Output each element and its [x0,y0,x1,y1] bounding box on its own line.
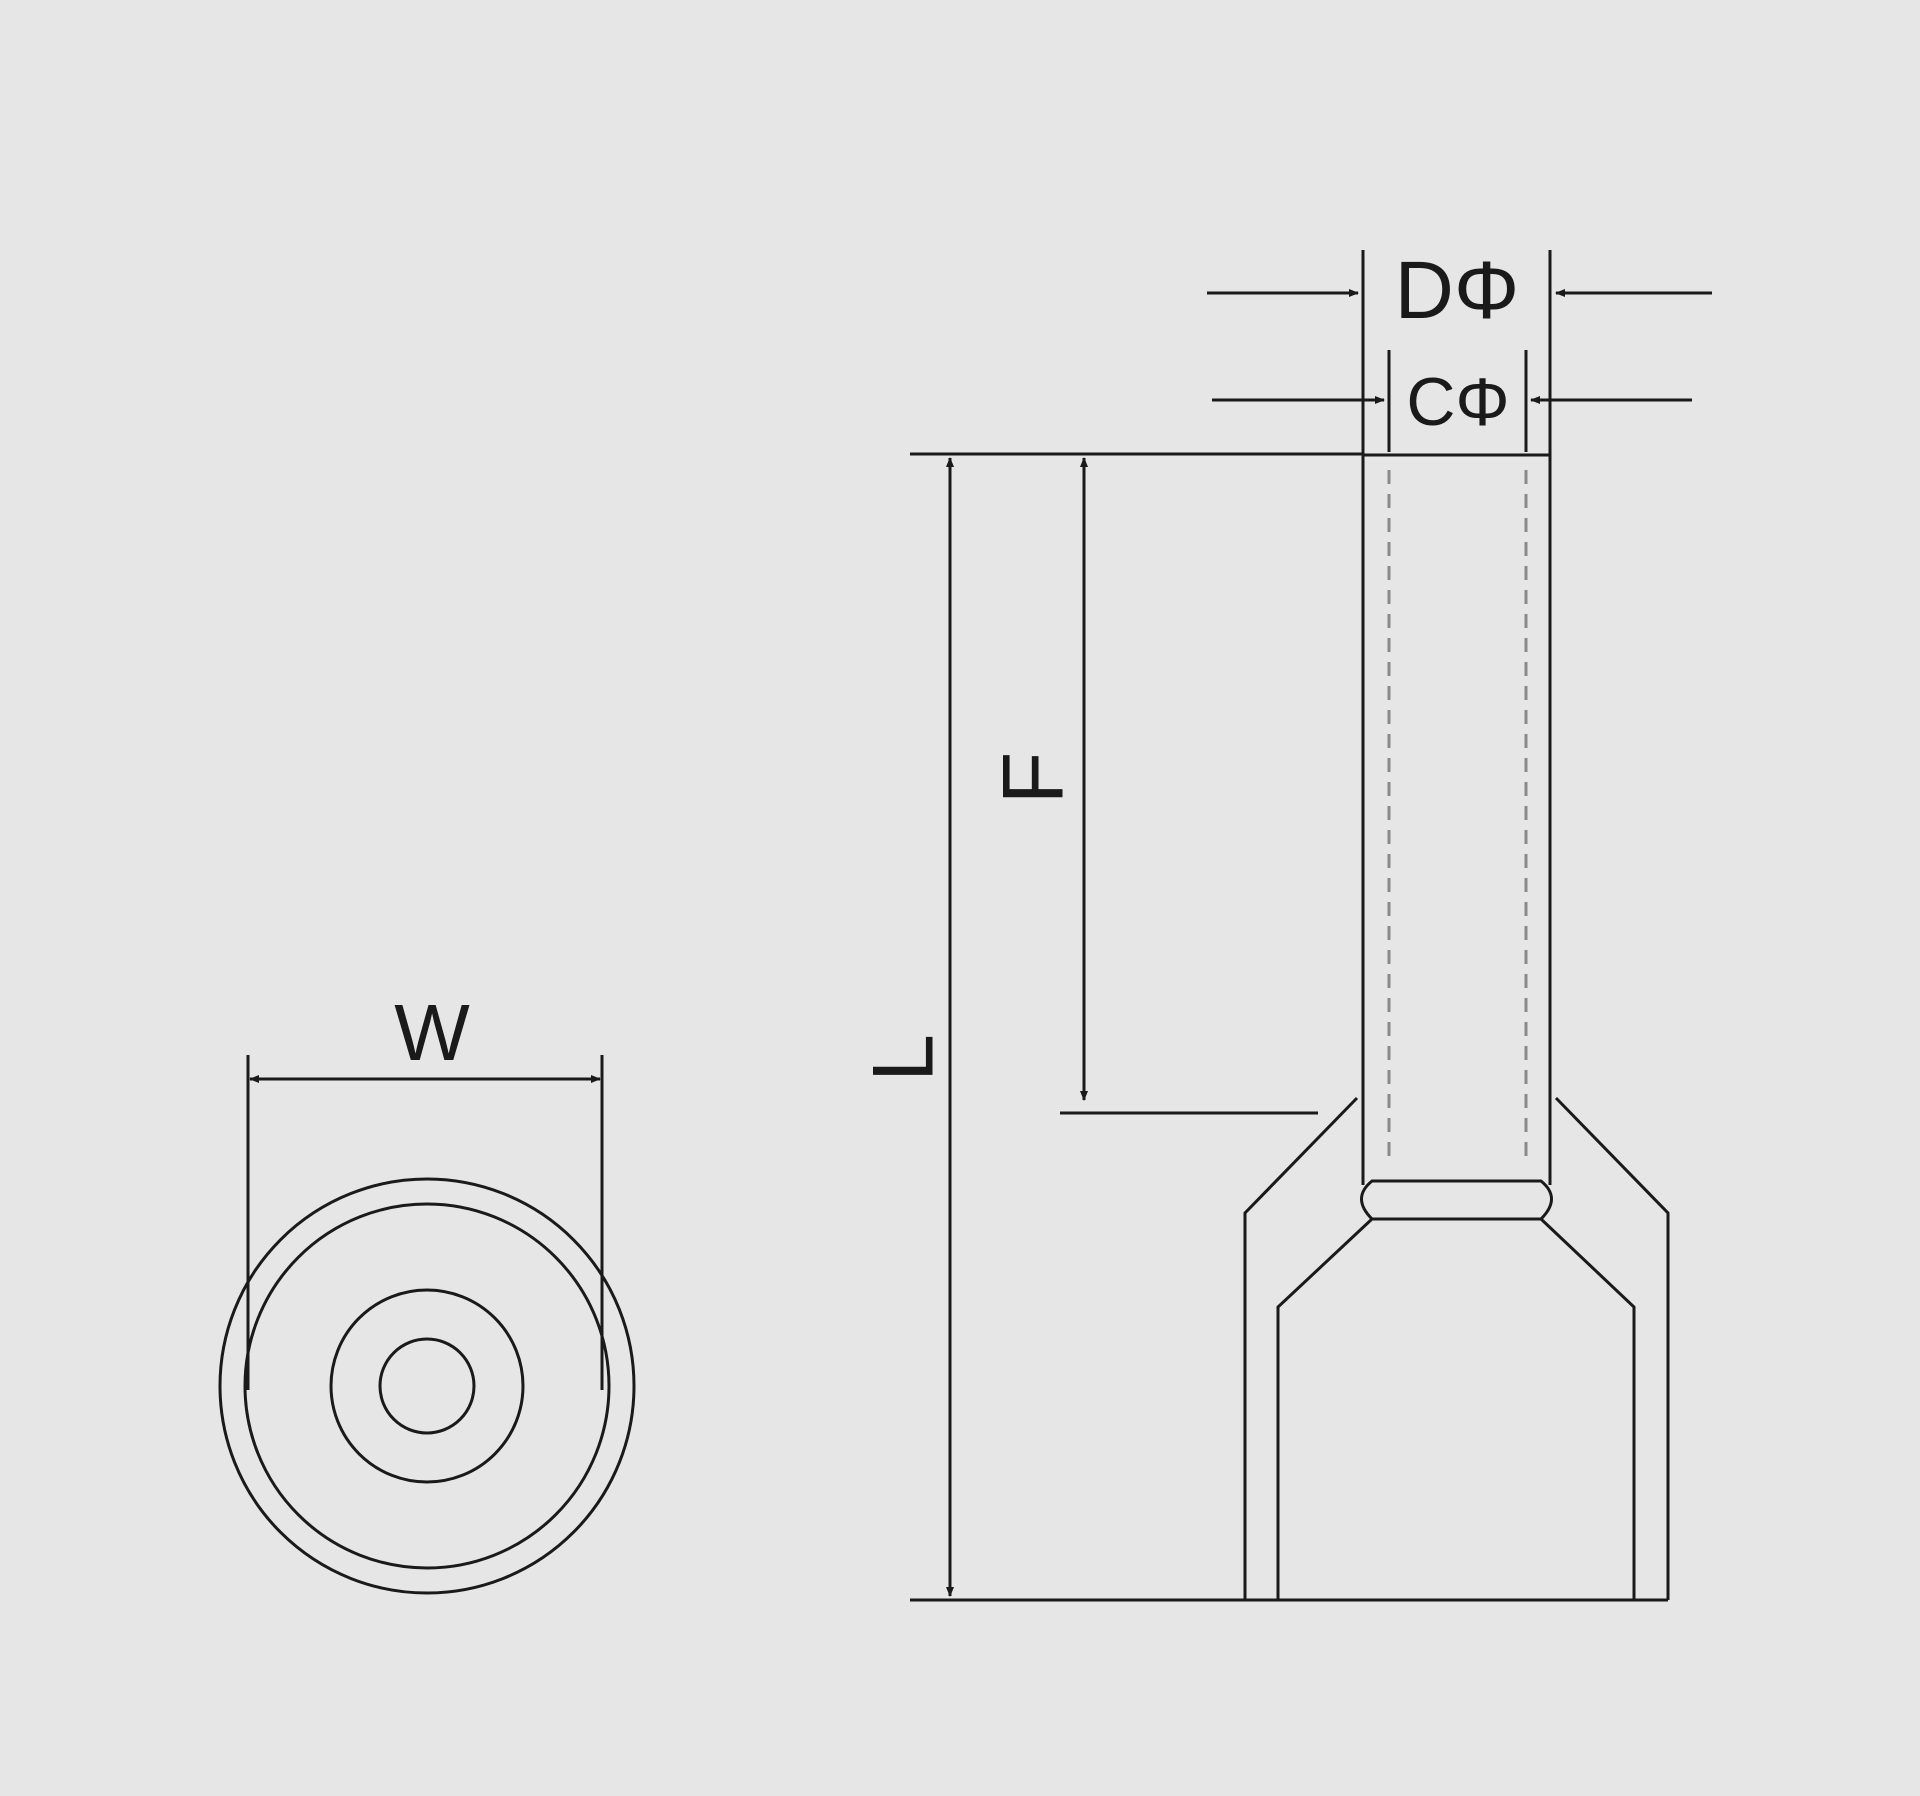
w-label: W [394,988,470,1077]
end-view-outer-ring [218,1177,636,1595]
side-view [910,250,1712,1602]
sleeve-inner [1276,1217,1636,1600]
f-label: F [986,752,1082,805]
c-phi-label: CΦ [1406,364,1509,440]
end-view-second-ring [243,1202,611,1570]
end-view-bore-circle [378,1337,476,1435]
collar-ring [1360,1179,1553,1221]
l-label: L [856,1034,952,1082]
end-view [218,1055,636,1595]
sleeve-outer [1243,1096,1670,1600]
d-phi-label: DΦ [1395,245,1520,336]
end-view-sleeve-ring [329,1288,525,1484]
